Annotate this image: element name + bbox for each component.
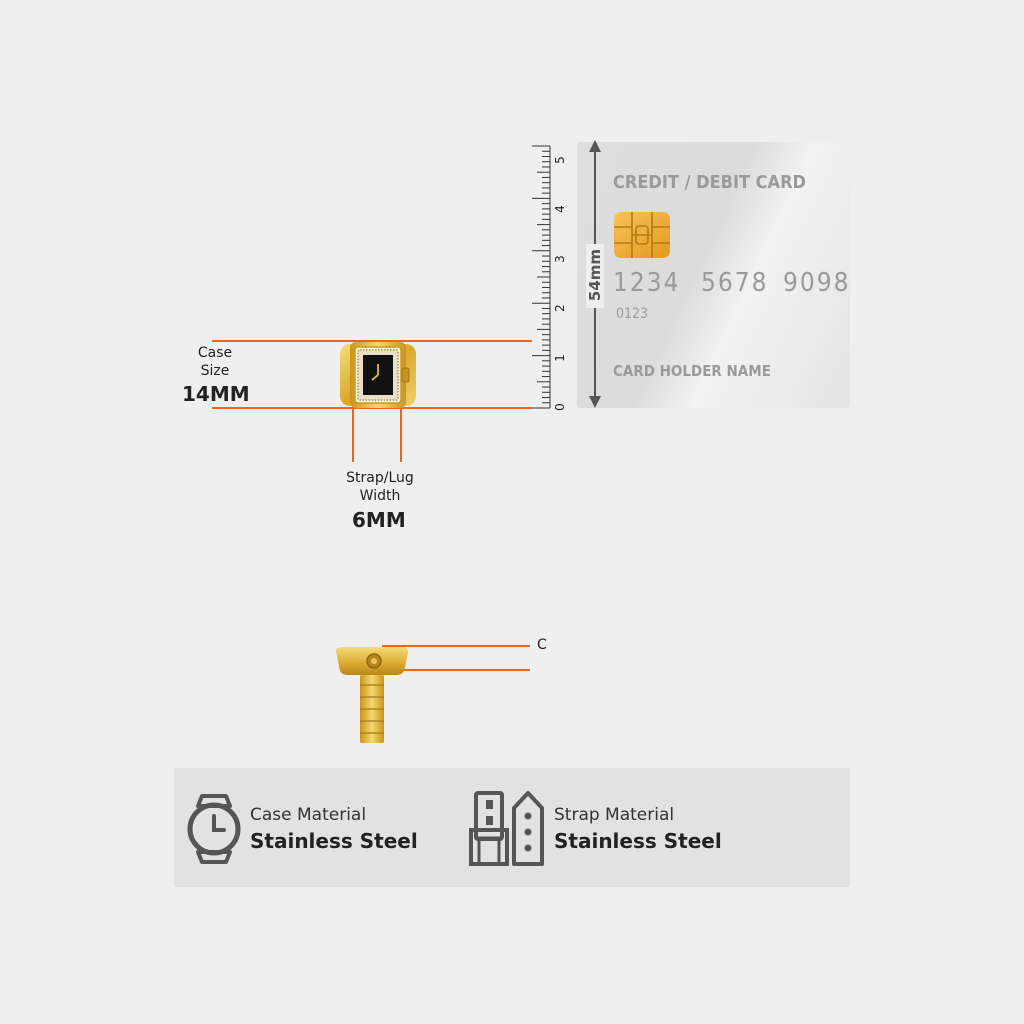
strap-left-measure-line xyxy=(352,400,354,462)
strap-icon xyxy=(469,791,544,866)
ruler-ticks xyxy=(532,145,551,409)
credit-card: CREDIT / DEBIT CARD 1234 5678 9098 0123 … xyxy=(577,142,850,408)
strap-right-measure-line xyxy=(400,400,402,462)
ruler xyxy=(532,145,551,409)
ruler-tick-label-2: 2 xyxy=(552,304,567,312)
strap-width-label-line1: Strap/Lug xyxy=(346,470,414,486)
case-material-label: Case Material xyxy=(250,805,367,825)
materials-panel: Case Material Stainless Steel Strap Mate… xyxy=(174,768,850,887)
ruler-tick-label-0: 0 xyxy=(552,403,567,411)
case-top-measure-line xyxy=(212,340,532,342)
card-number-group-1: 1234 xyxy=(613,268,681,298)
case-size-label-line1: Case xyxy=(197,345,233,361)
arrow-up-icon xyxy=(589,140,601,152)
strap-width-label-line2: Width xyxy=(359,488,401,504)
card-title: CREDIT / DEBIT CARD xyxy=(613,172,807,193)
arrow-down-icon xyxy=(589,396,601,408)
strap-material-label: Strap Material xyxy=(554,805,675,825)
case-material-value: Stainless Steel xyxy=(250,829,418,853)
ruler-tick-label-4: 4 xyxy=(552,205,567,213)
side-label-fragment: C xyxy=(537,637,547,653)
ruler-tick-label-5: 5 xyxy=(552,156,567,164)
ruler-tick-labels: 0 1 2 3 4 5 xyxy=(552,142,576,412)
card-height-label-bg xyxy=(586,244,604,308)
ring-watch-front-image xyxy=(340,342,416,408)
case-size-value: 14MM xyxy=(182,382,250,406)
card-sub-number: 0123 xyxy=(616,306,649,322)
ruler-tick-label-3: 3 xyxy=(552,255,567,263)
case-size-label-line2: Size xyxy=(200,363,230,379)
side-top-measure-line xyxy=(382,645,530,647)
card-chip-icon xyxy=(614,212,670,258)
side-bottom-measure-line xyxy=(382,669,530,671)
card-height-label: 54mm xyxy=(586,248,604,302)
card-number-group-3: 9098 xyxy=(783,268,850,298)
strap-material-value: Stainless Steel xyxy=(554,829,722,853)
card-holder-name: CARD HOLDER NAME xyxy=(613,362,771,380)
card-number-group-2: 5678 xyxy=(701,268,769,298)
ruler-tick-label-1: 1 xyxy=(552,354,567,362)
strap-width-value: 6MM xyxy=(352,508,406,532)
watch-icon xyxy=(187,794,241,864)
ring-watch-side-image xyxy=(336,647,408,743)
